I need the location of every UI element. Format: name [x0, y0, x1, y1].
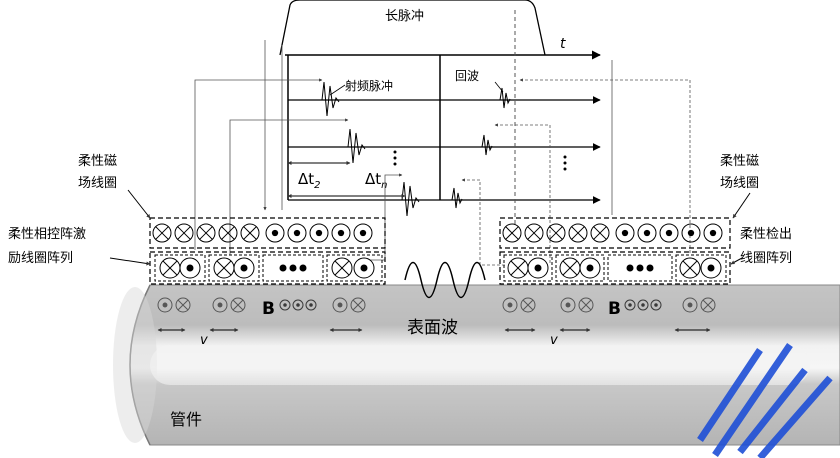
cross-icon	[507, 257, 529, 279]
watermark	[697, 343, 833, 458]
dot-icon	[637, 223, 657, 243]
pipe	[113, 284, 840, 446]
left-excite-coil-array	[149, 251, 386, 285]
timing-chart: 长脉冲 t 射频脉冲 Δt2 Δtn 回波	[194, 0, 691, 266]
cross-icon	[524, 223, 544, 243]
right-field-coil	[499, 217, 731, 249]
cross-icon	[174, 223, 194, 243]
dot-icon	[265, 223, 285, 243]
dot-icon	[681, 223, 701, 243]
induced-dot-icon	[637, 299, 649, 311]
dot-icon	[579, 257, 601, 279]
cross-icon	[679, 257, 701, 279]
rf-pulse-n	[401, 181, 420, 217]
induced-dot-icon	[305, 299, 317, 311]
dot-icon	[353, 223, 373, 243]
cross-icon	[590, 223, 610, 243]
long-pulse-label: 长脉冲	[385, 9, 424, 24]
time-axis-label: t	[560, 36, 566, 52]
ellipsis-dots	[626, 264, 654, 272]
induced-dot-icon	[560, 297, 576, 313]
b-field-right-label: B	[608, 299, 621, 319]
induced-cross-icon	[350, 297, 366, 313]
dot-icon	[287, 223, 307, 243]
induced-dot-icon	[212, 297, 228, 313]
induced-dot-icon	[332, 297, 348, 313]
induced-dot-icon	[292, 299, 304, 311]
echo-n	[451, 187, 463, 209]
cross-icon	[502, 223, 522, 243]
induced-dot-icon	[624, 299, 636, 311]
dot-icon	[700, 257, 722, 279]
dot-icon	[233, 257, 255, 279]
cross-icon	[152, 223, 172, 243]
rf-pulse-2	[347, 128, 366, 164]
cross-icon	[546, 223, 566, 243]
dot-icon	[659, 223, 679, 243]
delta-t2-label: Δt	[298, 170, 314, 188]
cross-icon	[213, 257, 235, 279]
dot-icon	[615, 223, 635, 243]
flex-field-coil-right-label: 柔性磁 场线圈	[720, 154, 763, 191]
induced-dot-icon	[157, 297, 173, 313]
dot-icon	[353, 257, 375, 279]
cross-icon	[159, 257, 181, 279]
echo-2	[481, 134, 493, 156]
dot-icon	[703, 223, 723, 243]
surface-wave-label: 表面波	[407, 318, 458, 338]
flex-field-coil-left-label: 柔性磁 场线圈	[78, 154, 121, 191]
detect-coil-array-label: 柔性检出 线圈阵列	[740, 227, 796, 266]
induced-dot-icon	[279, 299, 291, 311]
induced-dot-icon	[650, 299, 662, 311]
svg-text:Δt2: Δt2	[298, 170, 321, 191]
left-field-coil	[149, 217, 386, 249]
cross-icon	[331, 257, 353, 279]
delta-tn-sub: n	[381, 180, 387, 191]
dot-icon	[179, 257, 201, 279]
dot-icon	[331, 223, 351, 243]
svg-text:Δtn: Δtn	[365, 170, 388, 191]
echo-label: 回波	[455, 69, 479, 83]
pipe-label: 管件	[170, 410, 202, 429]
coil-symbols	[152, 223, 723, 313]
velocity-left-label: v	[200, 333, 208, 348]
induced-cross-icon	[230, 297, 246, 313]
phased-array-excite-label: 柔性相控阵激 励线圈阵列	[8, 227, 90, 266]
velocity-right-label: v	[550, 333, 558, 348]
delta-tn-label: Δt	[365, 170, 381, 188]
cross-icon	[218, 223, 238, 243]
induced-cross-icon	[520, 297, 536, 313]
cross-icon	[559, 257, 581, 279]
induced-cross-icon	[700, 297, 716, 313]
induced-dot-icon	[502, 297, 518, 313]
cross-icon	[568, 223, 588, 243]
induced-cross-icon	[578, 297, 594, 313]
dot-icon	[527, 257, 549, 279]
rf-pulse-1	[321, 81, 340, 117]
b-field-left-label: B	[262, 299, 275, 319]
induced-dot-icon	[682, 297, 698, 313]
cross-icon	[196, 223, 216, 243]
rf-pulse-label: 射频脉冲	[345, 78, 393, 93]
right-detect-coil-array	[499, 251, 731, 285]
echo-1	[499, 87, 511, 109]
ellipsis-dots	[279, 264, 307, 272]
delta-t2-sub: 2	[314, 180, 320, 191]
surface-wave	[404, 261, 486, 299]
dot-icon	[309, 223, 329, 243]
induced-cross-icon	[175, 297, 191, 313]
cross-icon	[240, 223, 260, 243]
long-pulse-waveform	[279, 0, 546, 56]
